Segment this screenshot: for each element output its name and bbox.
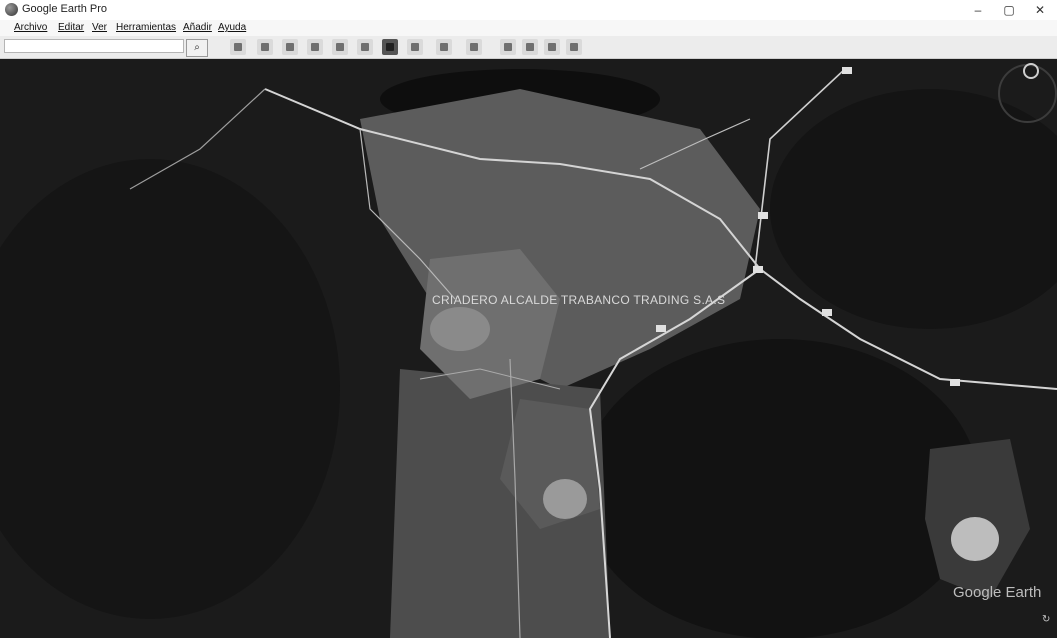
search-button[interactable]: ⌕ [186, 39, 208, 57]
compass-icon[interactable] [1023, 63, 1039, 79]
sun-icon[interactable] [407, 39, 423, 55]
menu-ver[interactable]: Ver [92, 22, 108, 33]
menu-anadir[interactable]: Añadir [183, 22, 212, 33]
loading-icon: ↻ [1042, 614, 1051, 625]
menu-archivo[interactable]: Archivo [14, 22, 48, 33]
menu-editar[interactable]: Editar [58, 22, 85, 33]
overlay-icon[interactable] [332, 39, 348, 55]
satellite-imagery [0, 59, 1057, 638]
window-title: Google Earth Pro [22, 3, 107, 15]
search-input[interactable] [4, 39, 184, 53]
historical-imagery-icon[interactable] [382, 39, 398, 55]
ruler-icon[interactable] [466, 39, 482, 55]
menu-bar: Archivo Editar Ver Herramientas Añadir A… [0, 20, 1057, 36]
close-button[interactable]: ✕ [1034, 3, 1046, 17]
save-image-icon[interactable] [544, 39, 560, 55]
print-icon[interactable] [522, 39, 538, 55]
google-earth-watermark: Google Earth [953, 584, 1042, 601]
menu-ayuda[interactable]: Ayuda [218, 22, 247, 33]
menu-herramientas[interactable]: Herramientas [116, 22, 177, 33]
planets-icon[interactable] [436, 39, 452, 55]
map-view[interactable]: CRIADERO ALCALDE TRABANCO TRADING S.A.S … [0, 59, 1057, 638]
magnifier-icon: ⌕ [194, 42, 200, 53]
placemark-label[interactable]: CRIADERO ALCALDE TRABANCO TRADING S.A.S [432, 293, 726, 307]
view-in-maps-icon[interactable] [566, 39, 582, 55]
polygon-icon[interactable] [282, 39, 298, 55]
toolbar: ⌕ [0, 36, 1057, 59]
minimize-button[interactable]: – [974, 3, 982, 17]
placemark-icon[interactable] [257, 39, 273, 55]
path-icon[interactable] [307, 39, 323, 55]
email-icon[interactable] [500, 39, 516, 55]
hide-sidebar-icon[interactable] [230, 39, 246, 55]
title-bar: Google Earth Pro – ▢ ✕ [0, 0, 1057, 20]
maximize-button[interactable]: ▢ [1003, 3, 1015, 17]
google-earth-logo-icon [5, 3, 18, 16]
record-tour-icon[interactable] [357, 39, 373, 55]
